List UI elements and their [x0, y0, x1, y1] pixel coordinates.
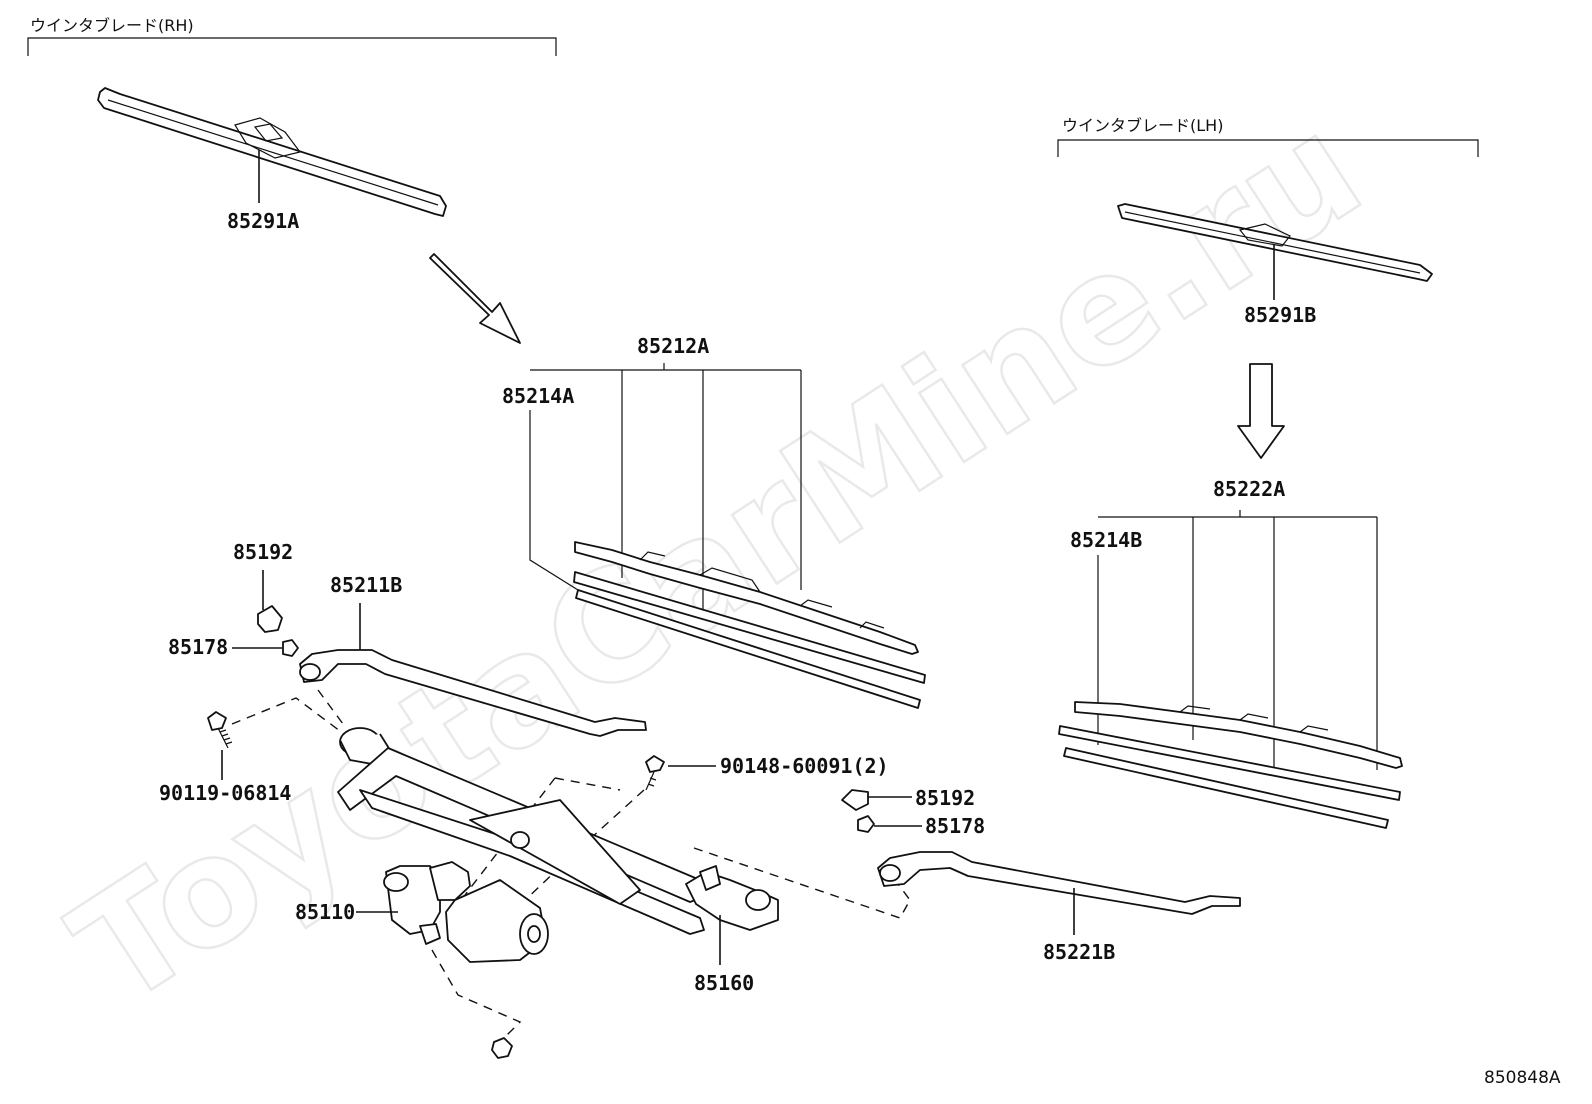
- wiper-arm-lh[interactable]: [877, 851, 1241, 915]
- bracket-85222A: [1098, 510, 1377, 518]
- arrow-lh-icon: [1237, 363, 1285, 459]
- label-85222A: 85222A: [1213, 477, 1285, 501]
- header-rh-bracket: [27, 37, 557, 56]
- label-85211B: 85211B: [330, 573, 402, 597]
- label-85178-right: 85178: [925, 814, 985, 838]
- cap-right[interactable]: [841, 789, 869, 811]
- header-lh-bracket: [1057, 139, 1479, 157]
- label-85160: 85160: [694, 971, 754, 995]
- blade-refill-rh[interactable]: [573, 541, 926, 709]
- label-85192-right: 85192: [915, 786, 975, 810]
- blade-refill-lh[interactable]: [1058, 701, 1403, 829]
- figure-code: 850848A: [1484, 1068, 1561, 1088]
- label-85212A: 85212A: [637, 334, 709, 358]
- header-rh: ウインタブレード(RH): [30, 16, 194, 35]
- winter-blade-lh[interactable]: [1117, 203, 1433, 282]
- bolt-90119[interactable]: [207, 711, 233, 749]
- wiper-motor[interactable]: [383, 861, 549, 963]
- label-85110: 85110: [295, 900, 355, 924]
- cap-left[interactable]: [257, 605, 283, 633]
- header-lh: ウインタブレード(LH): [1062, 116, 1223, 135]
- label-85214A: 85214A: [502, 384, 574, 408]
- winter-blade-rh[interactable]: [97, 87, 447, 217]
- label-85192-left: 85192: [233, 540, 293, 564]
- grommet[interactable]: [491, 1037, 513, 1059]
- label-90148: 90148-60091(2): [720, 754, 889, 778]
- label-85214B: 85214B: [1070, 528, 1142, 552]
- wiper-arm-rh[interactable]: [299, 649, 647, 737]
- label-85221B: 85221B: [1043, 940, 1115, 964]
- label-90119: 90119-06814: [159, 781, 291, 805]
- label-85291A: 85291A: [227, 209, 299, 233]
- bolt-90148[interactable]: [645, 755, 665, 773]
- arrow-rh-icon: [429, 253, 521, 344]
- wiper-link-assembly[interactable]: [337, 727, 779, 935]
- nut-left[interactable]: [282, 639, 299, 657]
- label-85291B: 85291B: [1244, 303, 1316, 327]
- bracket-85212A: [530, 363, 801, 371]
- label-85178-left: 85178: [168, 635, 228, 659]
- nut-right[interactable]: [857, 815, 875, 833]
- dashed-bolt: [231, 697, 353, 741]
